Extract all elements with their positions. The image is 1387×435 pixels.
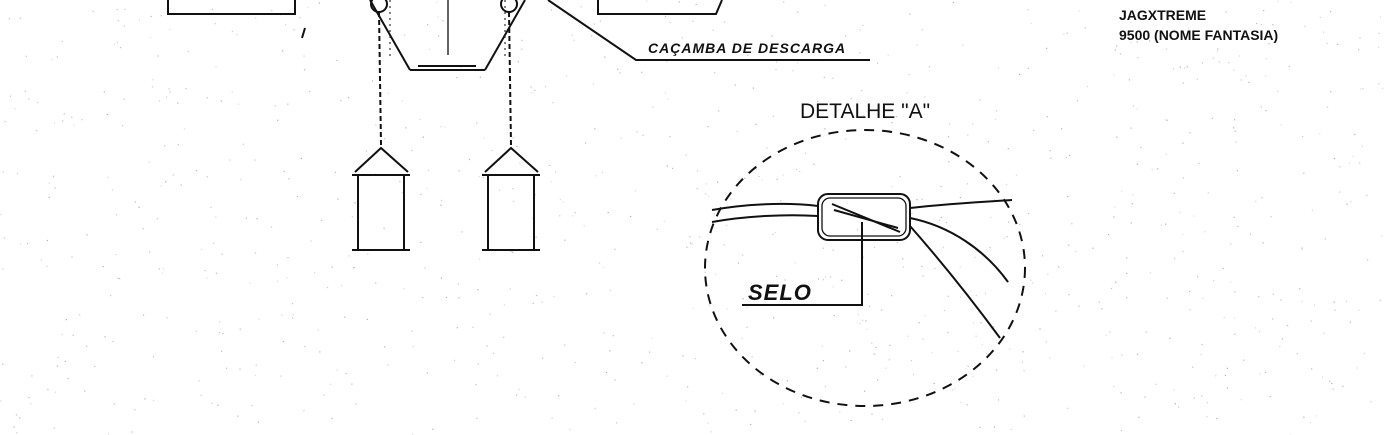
detalhe-a-label: DETALHE "A" <box>800 100 930 123</box>
product-name-line2: 9500 (NOME FANTASIA) <box>1119 27 1278 43</box>
left-chain-weight <box>352 0 410 251</box>
hopper-leader-line <box>547 0 870 61</box>
discharge-hopper <box>369 0 526 71</box>
detail-a <box>704 129 1026 407</box>
product-name-line1: JAGXTREME <box>1119 7 1206 23</box>
cacamba-label: CAÇAMBA DE DESCARGA <box>648 40 846 56</box>
left-frame <box>167 0 306 39</box>
right-frame <box>597 0 723 15</box>
selo-label: SELO <box>748 280 812 305</box>
right-chain-weight <box>482 0 540 251</box>
